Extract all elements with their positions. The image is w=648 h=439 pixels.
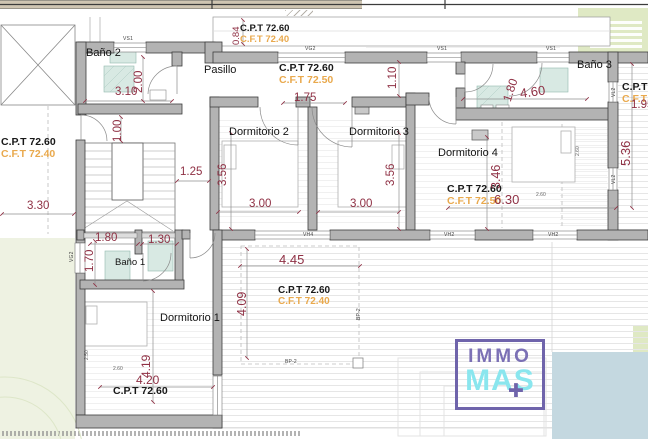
window-label-vh2-b: VH2 (548, 232, 559, 238)
pool (552, 352, 648, 439)
window-label-vl2-a: VL2 (611, 87, 617, 98)
staircase (77, 142, 176, 233)
dim-terrace-depth: 4.09 (235, 291, 249, 316)
cft-value: C.F.T 72.50 (622, 92, 648, 105)
level-label-hall: C.P.T 72.60 C.F.T 72.50 (279, 62, 334, 87)
room-label-pasillo: Pasillo (204, 64, 237, 76)
cft-value: C.F.T 72.40 (240, 33, 290, 45)
logo-word-immo: IMMO (468, 346, 532, 367)
cft-value: C.F.T 72.50 (447, 194, 502, 207)
level-label-dorm1: C.P.T 72.60 (113, 385, 168, 398)
dim-terrace-width: 4.45 (279, 252, 305, 267)
level-label-top: C.P.T 72.60 C.F.T 72.40 (240, 23, 290, 45)
dim-dorm2-width: 3.00 (249, 198, 272, 210)
logo-plus-icon: ✚ (508, 381, 524, 402)
pergola-slats (590, 21, 642, 51)
floor-dorm4 (415, 122, 607, 228)
dim-small-c: 2.60 (113, 366, 123, 372)
dim-small-b: 2.60 (575, 146, 581, 156)
cft-value: C.F.T 72.40 (278, 296, 330, 308)
dim-dorm3-width: 3.00 (350, 198, 373, 210)
room-label-dorm4: Dormitorio 4 (438, 147, 498, 159)
window-label-vg2-left: VG2 (69, 251, 75, 262)
dim-landing: 1.25 (180, 166, 203, 178)
dim-balcony: 0.84 (231, 26, 242, 46)
dim-right-height: 1.95 (631, 99, 648, 111)
dim-void-width: 3.30 (27, 200, 50, 212)
immo-mas-logo: IMMO MAS ✚ (455, 339, 545, 410)
void-cross (0, 17, 101, 106)
room-label-bano1: Baño 1 (115, 257, 146, 268)
dim-bano3-depth: 1.80 (500, 76, 521, 104)
level-label-dorm4: C.P.T 72.60 C.F.T 72.50 (447, 183, 502, 208)
dim-bano1-win1: 1.80 (95, 232, 118, 244)
cpt-value: C.P.T 72.60 (240, 23, 290, 34)
deck-top (366, 18, 560, 51)
logo-word-mas: MAS (465, 364, 535, 397)
dim-side-deck: 5.36 (618, 140, 633, 166)
lawn-left (0, 238, 75, 439)
cft-value: C.F.T 72.50 (279, 73, 334, 86)
room-label-dorm3: Dormitorio 3 (349, 126, 409, 138)
deck-right-lower (552, 242, 648, 352)
dim-hall-window: 1.75 (294, 92, 317, 104)
dim-small-d: 2.50 (84, 350, 90, 360)
dim-bano3-width: 4.60 (519, 82, 547, 101)
room-label-bano3: Baño 3 (577, 59, 612, 71)
window-label-vg2-a: VG2 (305, 46, 316, 52)
dim-stair-flight: 1.00 (112, 119, 124, 142)
fine-print-strip (2, 431, 302, 436)
window-label-vs1-c: VS1 (546, 46, 557, 52)
door-label-bp2-b: BP-2 (285, 359, 297, 365)
cpt-value: C.P.T 72.60 (622, 81, 648, 93)
room-label-bano2: Baño 2 (86, 47, 121, 59)
dim-small-a: 2.60 (536, 192, 546, 198)
dim-bano1-depth: 1.70 (84, 249, 96, 272)
door-label-bp2-a: BP-2 (356, 308, 362, 320)
dim-bano2-width: 3.10 (115, 86, 138, 98)
dim-bano2-depth: 2.00 (133, 70, 145, 93)
level-label-left: C.P.T 72.60 C.F.T 72.40 (1, 136, 56, 161)
dim-dorm2-depth: 3.56 (217, 163, 229, 186)
window-label-vs1-a: VS1 (123, 36, 134, 42)
dim-dorm4-depth: 3.46 (489, 164, 503, 189)
window-label-vl2-b: VL2 (611, 174, 617, 185)
cft-value: C.F.T 72.40 (1, 147, 56, 160)
cpt-value: C.P.T 72.60 (447, 183, 502, 195)
site-band-top (0, 0, 362, 9)
cpt-value: C.P.T 72.60 (1, 136, 56, 148)
cpt-value: C.P.T 72.60 (279, 62, 334, 74)
cpt-value: C.P.T 72.60 (113, 385, 168, 397)
window-label-vh2-a: VH2 (444, 232, 455, 238)
level-label-right: C.P.T 72.60 C.F.T 72.50 (622, 81, 648, 106)
dim-hall-end: 1.10 (387, 66, 399, 89)
room-label-dorm2: Dormitorio 2 (229, 126, 289, 138)
dim-dorm1-width: 4.20 (136, 373, 160, 387)
level-label-terrace: C.P.T 72.60 C.F.T 72.40 (278, 285, 330, 307)
dim-bano1-win2: 1.30 (148, 234, 171, 246)
window-label-vs1-b: VS1 (437, 46, 448, 52)
site-band-hatch (285, 10, 313, 16)
dim-dorm3-depth: 3.56 (385, 163, 397, 186)
dim-dorm4-width: 6.30 (494, 192, 520, 207)
room-label-dorm1: Dormitorio 1 (160, 312, 220, 324)
cpt-value: C.P.T 72.60 (278, 285, 331, 296)
window-label-vh4: VH4 (303, 232, 314, 238)
